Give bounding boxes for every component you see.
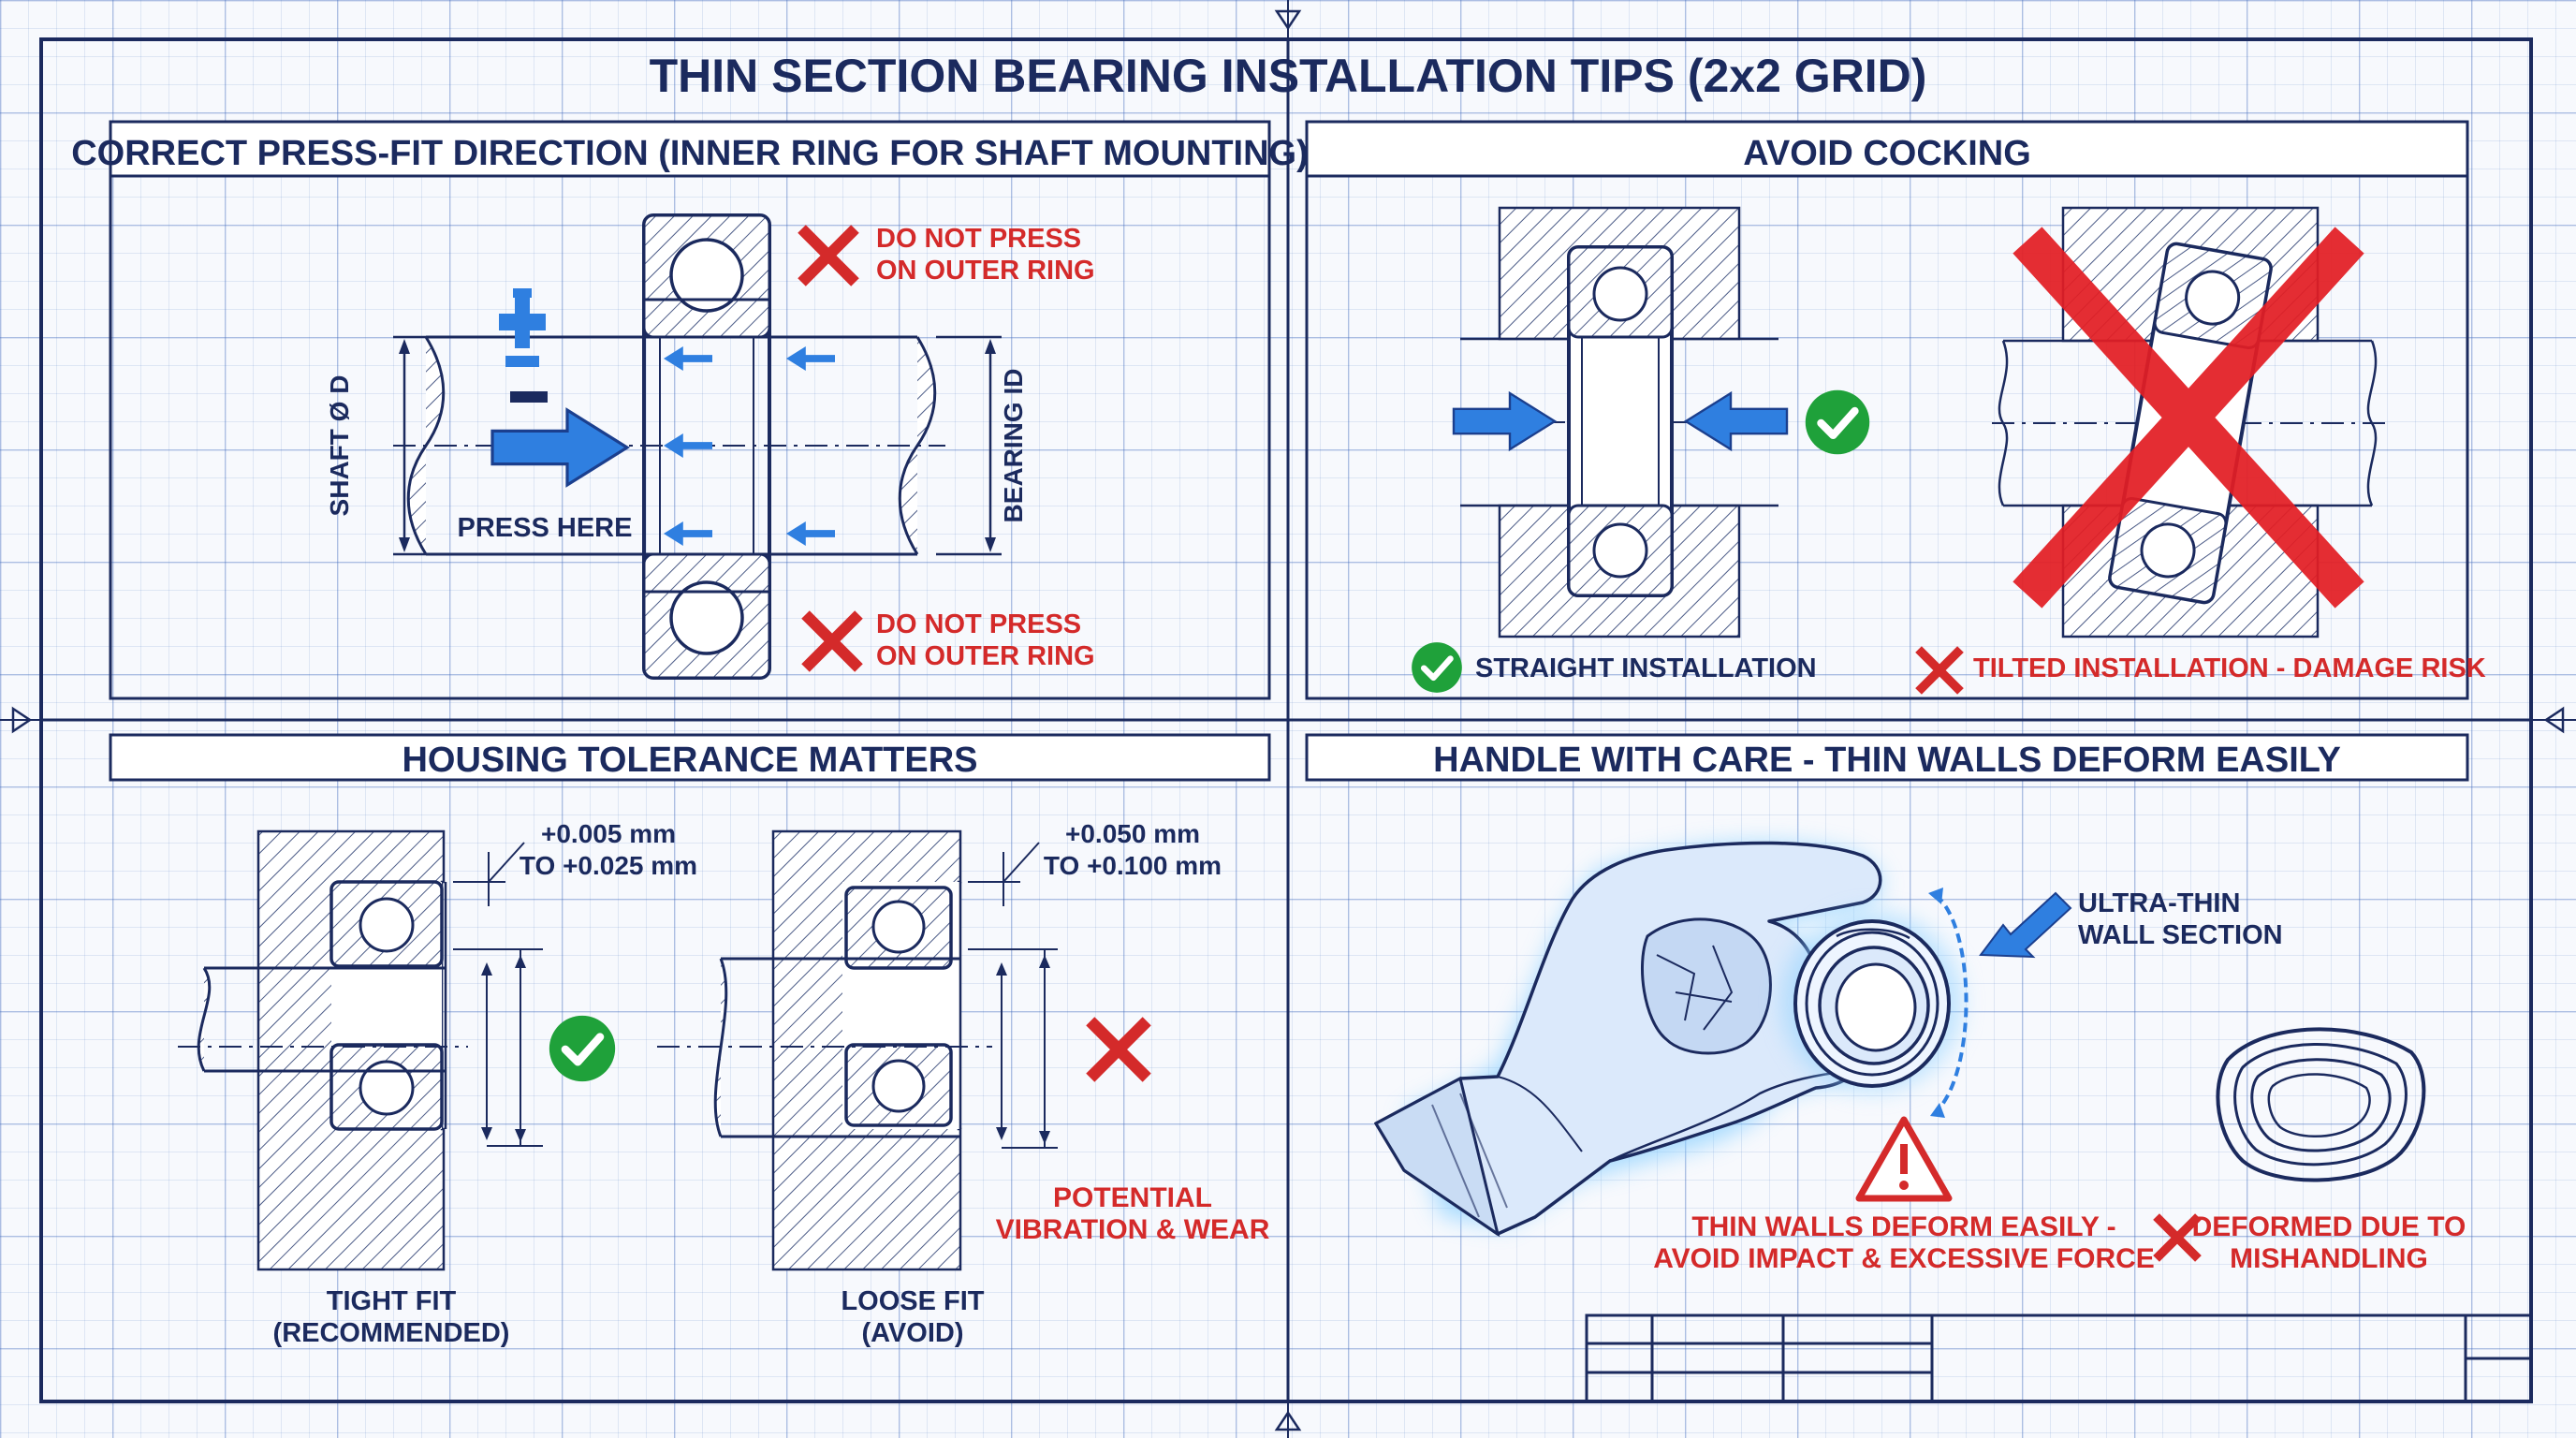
straight-bearing	[1460, 206, 1778, 638]
x-mark-icon	[2159, 1220, 2195, 1255]
tight-tolerance-dimension	[453, 842, 543, 1147]
force-arrow-icon	[664, 521, 712, 546]
gloved-hand-icon	[1373, 841, 1882, 1238]
push-arrow-icon	[490, 408, 629, 487]
panel-housing: HOUSING TOLERANCE MATTERS +0.005 mm TO +	[109, 733, 1271, 1348]
handling-warning-line2: AVOID IMPACT & EXCESSIVE FORCE	[1653, 1243, 2155, 1274]
warning-top-line1: DO NOT PRESS	[876, 224, 1081, 254]
panel-handling: HANDLE WITH CARE - THIN WALLS DEFORM EAS…	[1305, 733, 2469, 1274]
push-arrow-icon	[1684, 391, 1789, 451]
warning-bottom-line2: ON OUTER RING	[876, 641, 1095, 671]
push-arrow-icon	[1452, 391, 1557, 451]
title-block	[1585, 1313, 2533, 1403]
panel-header-press-fit: CORRECT PRESS-FIT DIRECTION (INNER RING …	[71, 134, 1309, 173]
large-x-mark-icon	[2012, 227, 2364, 609]
page-title: THIN SECTION BEARING INSTALLATION TIPS (…	[650, 50, 1927, 102]
tight-fit-label-line1: TIGHT FIT	[327, 1286, 457, 1316]
check-icon	[1412, 642, 1462, 693]
loose-fit-label-line1: LOOSE FIT	[841, 1286, 984, 1316]
panel-header-box	[1305, 733, 2469, 782]
panel-header-cocking: AVOID COCKING	[1743, 134, 2031, 173]
panel-header-box	[109, 120, 1271, 178]
x-mark-icon	[810, 619, 855, 664]
rotation-arc	[1934, 893, 1969, 1112]
shaft-dimension	[393, 335, 426, 556]
x-mark-icon	[1922, 653, 1957, 688]
press-here-label: PRESS HERE	[458, 513, 633, 543]
tight-fit-label-line2: (RECOMMENDED)	[273, 1318, 510, 1348]
x-mark-icon	[806, 233, 851, 278]
panel-header-handling: HANDLE WITH CARE - THIN WALLS DEFORM EAS…	[1433, 741, 2341, 780]
warning-top-line2: ON OUTER RING	[876, 256, 1095, 286]
loose-tolerance-dimension	[968, 842, 1058, 1149]
deformed-label-line2: MISHANDLING	[2230, 1243, 2428, 1274]
bearing-id-label: BEARING ID	[999, 369, 1028, 523]
shaft-diameter-label: SHAFT Ø D	[325, 375, 354, 517]
tight-tolerance-line1: +0.005 mm	[541, 819, 676, 848]
loose-warning-line1: POTENTIAL	[1053, 1182, 1212, 1213]
deformed-ring-icon	[2216, 1027, 2426, 1182]
force-arrow-icon	[786, 521, 835, 546]
warning-triangle-icon	[1855, 1116, 1953, 1202]
loose-tolerance-line1: +0.050 mm	[1065, 819, 1200, 848]
panel-cocking: AVOID COCKING STRAIGHT INSTALLATION	[1305, 120, 2486, 700]
handling-warning-line1: THIN WALLS DEFORM EASILY -	[1691, 1211, 2115, 1242]
press-fit-bearing	[642, 213, 771, 680]
force-arrow-icon	[786, 346, 835, 371]
force-arrow-icon	[664, 433, 712, 458]
tight-fit-assembly	[178, 829, 468, 1271]
deformed-label-line1: DEFORMED DUE TO	[2192, 1211, 2466, 1242]
panel-press-fit: CORRECT PRESS-FIT DIRECTION (INNER RING …	[71, 120, 1309, 700]
panel-header-housing: HOUSING TOLERANCE MATTERS	[402, 741, 977, 780]
loose-warning-line2: VIBRATION & WEAR	[996, 1214, 1270, 1245]
thin-section-bearing	[1782, 912, 1962, 1092]
x-mark-icon	[1094, 1025, 1142, 1073]
loose-fit-label-line2: (AVOID)	[861, 1318, 963, 1348]
loose-fit-assembly	[657, 829, 992, 1271]
panel-header-box	[1305, 120, 2469, 178]
callout-line1: ULTRA-THIN	[2078, 888, 2240, 918]
tight-tolerance-line2: TO +0.025 mm	[520, 851, 697, 880]
panel-header-box	[109, 733, 1271, 782]
force-arrow-icon	[664, 346, 712, 371]
tilted-install-label: TILTED INSTALLATION - DAMAGE RISK	[1973, 653, 2486, 683]
bearing-id-dimension	[936, 335, 1002, 556]
callout-arrow-icon	[1979, 891, 2072, 959]
check-icon	[549, 1016, 615, 1081]
loose-tolerance-line2: TO +0.100 mm	[1044, 851, 1222, 880]
warning-bottom-line1: DO NOT PRESS	[876, 609, 1081, 639]
straight-install-label: STRAIGHT INSTALLATION	[1475, 653, 1817, 683]
callout-line2: WALL SECTION	[2078, 920, 2283, 950]
check-icon	[1806, 390, 1869, 454]
press-tool-icon	[499, 288, 548, 403]
